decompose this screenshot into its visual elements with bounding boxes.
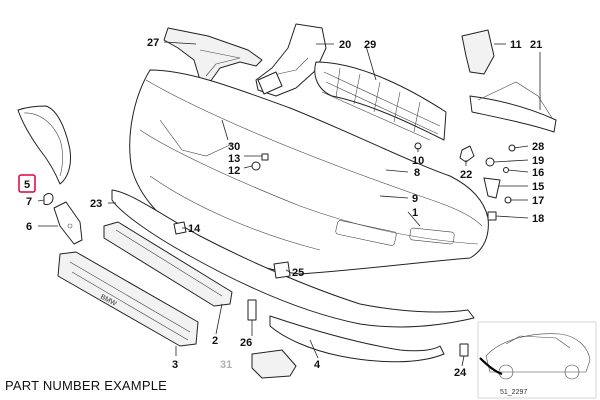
callout-15[interactable]: 15 xyxy=(532,181,544,193)
callout-26[interactable]: 26 xyxy=(240,337,252,349)
callout-11[interactable]: 11 xyxy=(510,39,522,51)
callout-22[interactable]: 22 xyxy=(460,169,472,181)
vehicle-thumbnail xyxy=(477,321,597,399)
part-bumper-strip-left[interactable] xyxy=(17,105,71,185)
callout-7[interactable]: 7 xyxy=(26,196,32,208)
part-air-duct[interactable] xyxy=(255,23,327,97)
callout-14[interactable]: 14 xyxy=(188,223,201,235)
callout-24[interactable]: 24 xyxy=(454,367,467,379)
part-grille-mesh[interactable] xyxy=(314,61,447,141)
fastener-14 xyxy=(173,221,187,235)
fastener-13 xyxy=(261,153,269,161)
part-upper-bracket[interactable] xyxy=(163,27,263,83)
callout-19[interactable]: 19 xyxy=(532,155,544,167)
part-bracket-left[interactable] xyxy=(53,201,83,245)
part-spoiler-lip[interactable] xyxy=(111,189,475,328)
part-bumper-cover[interactable] xyxy=(129,69,489,275)
fastener-15 xyxy=(483,177,501,199)
fastener-set[interactable] xyxy=(173,142,516,357)
part-reinforcement-bar[interactable] xyxy=(103,221,233,307)
callout-31[interactable]: 31 xyxy=(220,359,232,371)
callout-3[interactable]: 3 xyxy=(172,359,178,371)
leader-lines xyxy=(37,41,541,367)
callout-6[interactable]: 6 xyxy=(26,221,32,233)
part-corner-bracket[interactable] xyxy=(461,29,557,133)
part-small-cap[interactable] xyxy=(251,349,297,379)
callout-8[interactable]: 8 xyxy=(414,167,420,179)
callout-16[interactable]: 16 xyxy=(532,167,544,179)
callout-1[interactable]: 1 xyxy=(412,207,418,219)
fastener-16 xyxy=(503,167,509,173)
callout-9[interactable]: 9 xyxy=(412,193,418,205)
part-clip[interactable] xyxy=(43,193,54,206)
callout-17[interactable]: 17 xyxy=(532,195,544,207)
part-lower-trim[interactable] xyxy=(269,315,445,363)
callout-labels: 27 20 29 11 21 30 13 12 10 8 22 28 19 16… xyxy=(18,37,544,396)
fastener-24 xyxy=(459,343,469,357)
callout-2[interactable]: 2 xyxy=(212,335,218,347)
fastener-18 xyxy=(487,211,497,221)
highlight-box-5 xyxy=(18,174,36,193)
callout-4[interactable]: 4 xyxy=(314,359,321,371)
callout-30[interactable]: 30 xyxy=(228,141,240,153)
callout-12[interactable]: 12 xyxy=(228,165,240,177)
callout-25[interactable]: 25 xyxy=(292,267,304,279)
callout-23[interactable]: 23 xyxy=(90,198,102,210)
fastener-22 xyxy=(459,145,475,163)
fastener-26 xyxy=(247,299,257,321)
callout-13[interactable]: 13 xyxy=(228,153,240,165)
callout-18[interactable]: 18 xyxy=(532,213,544,225)
fastener-19 xyxy=(485,157,495,167)
callout-21[interactable]: 21 xyxy=(530,39,542,51)
reference-code: 51_2297 xyxy=(500,389,527,396)
caption-text: PART NUMBER EXAMPLE xyxy=(5,378,168,393)
fastener-12 xyxy=(251,161,261,171)
callout-28[interactable]: 28 xyxy=(532,141,544,153)
callout-5[interactable]: 5 xyxy=(24,179,30,191)
callout-20[interactable]: 20 xyxy=(339,39,351,51)
callout-29[interactable]: 29 xyxy=(364,39,376,51)
callout-10[interactable]: 10 xyxy=(412,155,424,167)
fastener-25 xyxy=(273,261,291,279)
callout-27[interactable]: 27 xyxy=(147,37,159,49)
